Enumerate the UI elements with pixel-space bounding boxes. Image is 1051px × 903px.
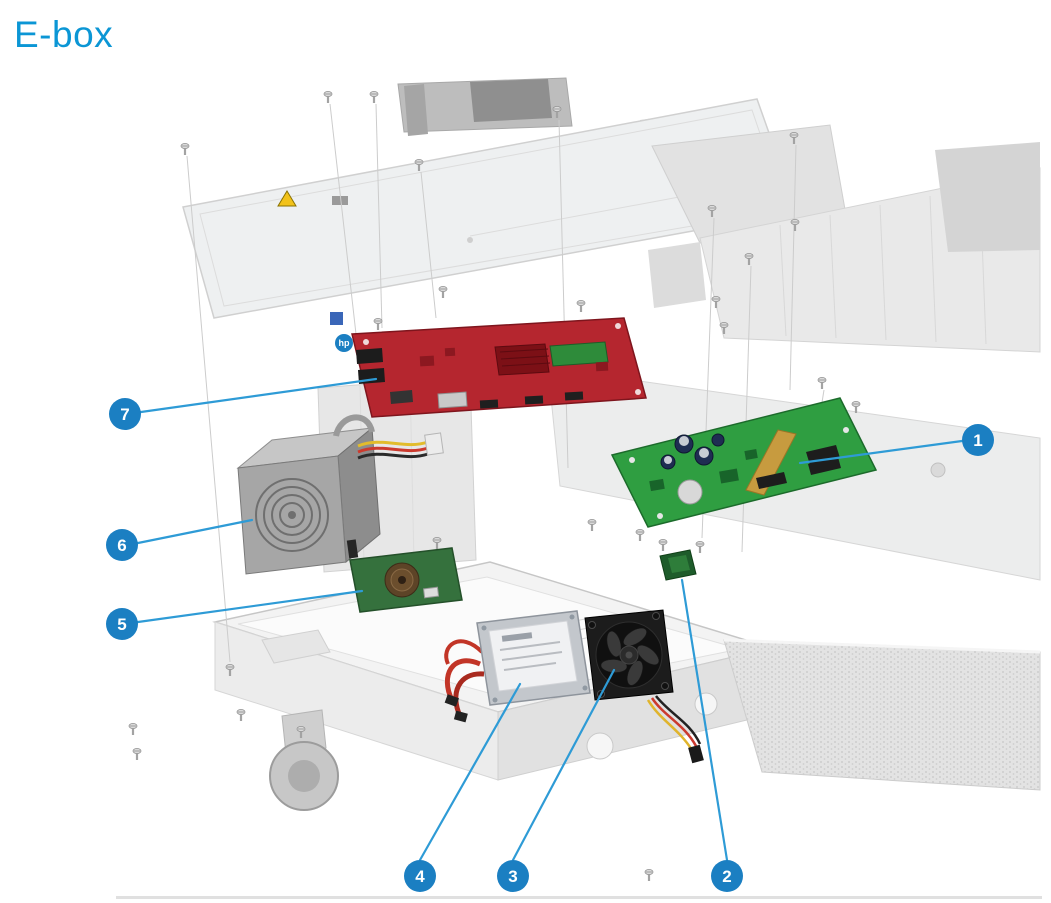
cooling-fan	[584, 609, 704, 764]
psu-wire-yellow	[357, 440, 429, 448]
page-title: E-box	[14, 14, 114, 55]
printer-chassis-right	[648, 124, 1041, 353]
sata-cable	[444, 639, 484, 665]
blue-sticker	[330, 312, 343, 325]
callout-badge-7: 7	[109, 398, 141, 430]
caster-wheel	[269, 709, 339, 811]
speaker-board	[346, 539, 463, 613]
sata-cable	[453, 671, 485, 718]
screw-icon	[587, 519, 597, 533]
heatsink	[494, 343, 550, 376]
board-connector	[808, 457, 841, 475]
power-supply-unit	[236, 414, 444, 575]
screw-icon	[644, 869, 654, 883]
usb-port	[437, 391, 468, 409]
battery	[677, 479, 703, 505]
screw-icon	[438, 286, 448, 300]
callout-line-1	[798, 439, 964, 465]
svg-text:2: 2	[722, 867, 731, 886]
callout-line-3	[511, 668, 616, 862]
screw-icon	[695, 541, 705, 555]
callout-line-4	[418, 682, 522, 862]
callout-badge-2: 2	[711, 860, 743, 892]
screw-icon	[236, 709, 246, 723]
svg-text:7: 7	[120, 405, 129, 424]
screw-icon	[369, 91, 379, 105]
board-connector	[756, 472, 787, 489]
fan-wire-red	[650, 697, 698, 747]
callout-line-2	[680, 578, 729, 862]
mesh-roller	[723, 638, 1041, 791]
svg-text:6: 6	[117, 536, 126, 555]
screw-icon	[373, 318, 383, 332]
screw-icon	[132, 748, 142, 762]
svg-text:1: 1	[973, 431, 982, 450]
screw-icon	[635, 529, 645, 543]
callout-line-5	[136, 589, 364, 624]
capacitor	[711, 433, 725, 447]
callout-badges: 1 2 3 4 5 6 7	[106, 398, 994, 892]
callout-badge-3: 3	[497, 860, 529, 892]
psu-wire-red	[357, 446, 429, 454]
screw-icon	[128, 723, 138, 737]
screw-icon	[658, 539, 668, 553]
footer-divider	[116, 896, 1042, 899]
board-connector	[390, 390, 413, 404]
hp-logo	[335, 334, 353, 352]
warning-sticker-icon	[277, 190, 297, 207]
callout-badge-4: 4	[404, 860, 436, 892]
screw-icon	[817, 377, 827, 391]
psu-wire-black	[357, 452, 429, 460]
fan-wire-black	[655, 695, 702, 745]
screw-icon	[180, 143, 190, 157]
callout-badge-1: 1	[962, 424, 994, 456]
screw-icon	[323, 91, 333, 105]
memory-module	[549, 341, 609, 367]
svg-text:3: 3	[508, 867, 517, 886]
formatter-board: hp	[330, 312, 647, 418]
svg-text:5: 5	[117, 615, 126, 634]
svg-text:4: 4	[415, 867, 425, 886]
screw-icon	[576, 300, 586, 314]
callout-lines	[136, 377, 964, 862]
callout-line-7	[139, 377, 378, 414]
sata-cable	[444, 658, 481, 702]
callout-badge-5: 5	[106, 608, 138, 640]
callout-line-6	[136, 518, 254, 545]
main-pca-board	[610, 397, 878, 528]
hp-logo-text: hp	[339, 338, 350, 348]
callout-badge-6: 6	[106, 529, 138, 561]
psu-handle	[333, 414, 375, 437]
fan-wire-yellow	[646, 699, 694, 751]
hard-disk-drive	[444, 610, 591, 723]
psu-connector	[424, 432, 444, 456]
board-connector	[356, 348, 383, 364]
small-chip	[659, 549, 697, 581]
